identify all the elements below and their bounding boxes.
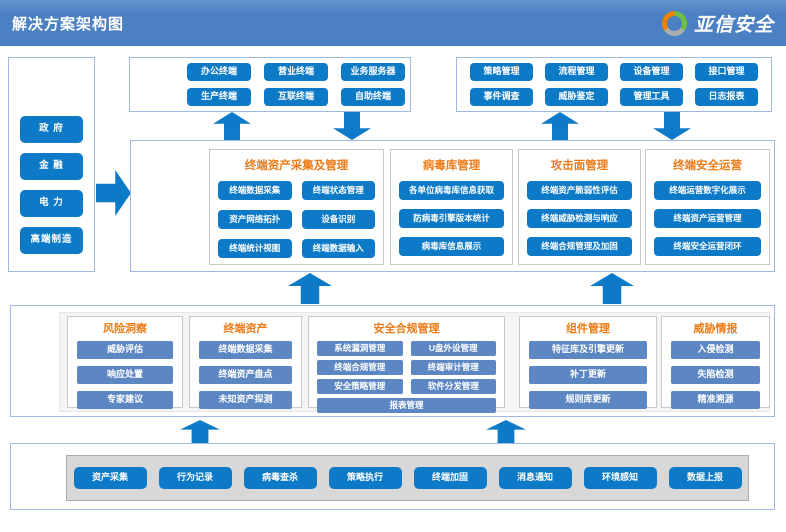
management-button[interactable]: 事件调查 <box>470 88 533 106</box>
down-arrow-icon <box>333 112 371 140</box>
capability-button[interactable]: 特征库及引擎更新 <box>529 341 647 359</box>
capability-section-components: 组件管理 特征库及引擎更新 补丁更新 规则库更新 <box>519 316 657 409</box>
management-button[interactable]: 日志报表 <box>695 88 758 106</box>
asiainfo-ring-icon <box>661 10 687 36</box>
agent-button[interactable]: 数据上报 <box>668 467 742 489</box>
industry-button-government[interactable]: 政 府 <box>20 116 83 143</box>
agent-button[interactable]: 策略执行 <box>328 467 402 489</box>
platform-feature-button[interactable]: 终端合规管理及加固 <box>527 237 632 256</box>
management-button[interactable]: 威胁鉴定 <box>545 88 608 106</box>
capability-button[interactable]: 失陷检测 <box>671 366 760 384</box>
agent-button[interactable]: 环境感知 <box>583 467 657 489</box>
page-title: 解决方案架构图 <box>12 15 125 33</box>
capability-section-title: 风险洞察 <box>103 323 147 335</box>
platform-feature-button[interactable]: 终端状态管理 <box>301 181 375 200</box>
agent-button[interactable]: 病毒查杀 <box>243 467 317 489</box>
agent-box: 资产采集 行为记录 病毒查杀 策略执行 终端加固 消息通知 环境感知 数据上报 <box>10 443 775 510</box>
capabilities-box: 风险洞察 威胁评估 响应处置 专家建议 终端资产 终端数据采集 终端资产盘点 未… <box>10 305 775 417</box>
terminal-button[interactable]: 营业终端 <box>264 63 328 81</box>
terminal-button[interactable]: 生产终端 <box>187 88 251 106</box>
capability-button[interactable]: 安全策略管理 <box>317 379 403 394</box>
header-bar: 解决方案架构图 亚信安全 <box>0 0 786 46</box>
down-arrow-icon <box>653 112 691 140</box>
platform-section-asset-management: 终端资产采集及管理 终端数据采集 终端状态管理 资产网络拓扑 设备识别 终端统计… <box>209 149 384 265</box>
up-arrow-icon <box>213 112 251 140</box>
agent-button[interactable]: 消息通知 <box>498 467 572 489</box>
industry-button-power[interactable]: 电 力 <box>20 190 83 217</box>
management-button[interactable]: 策略管理 <box>470 63 533 81</box>
industries-box: 政 府 金 融 电 力 高端制造 <box>8 57 95 272</box>
platform-box: 终端资产采集及管理 终端数据采集 终端状态管理 资产网络拓扑 设备识别 终端统计… <box>130 140 775 272</box>
capability-button[interactable]: 未知资产探测 <box>199 391 292 409</box>
platform-feature-button[interactable]: 终端资产运营管理 <box>654 209 761 228</box>
up-arrow-icon <box>590 273 634 304</box>
capability-button[interactable]: 终端审计管理 <box>410 360 496 375</box>
agent-button[interactable]: 资产采集 <box>73 467 147 489</box>
platform-feature-button[interactable]: 终端资产脆弱性评估 <box>527 181 632 200</box>
capability-button-report[interactable]: 报表管理 <box>317 398 496 413</box>
platform-feature-button[interactable]: 终端威胁检测与响应 <box>527 209 632 228</box>
capability-button[interactable]: 补丁更新 <box>529 366 647 384</box>
platform-feature-button[interactable]: 终端数据输入 <box>301 239 375 258</box>
terminal-button[interactable]: 业务服务器 <box>341 63 405 81</box>
capability-section-compliance: 安全合规管理 系统漏洞管理 U盘外设管理 终端合规管理 终端审计管理 安全策略管… <box>308 316 505 413</box>
capability-section-title: 安全合规管理 <box>373 323 440 335</box>
capability-button[interactable]: 软件分发管理 <box>410 379 496 394</box>
platform-feature-button[interactable]: 终端运营数字化展示 <box>654 181 761 200</box>
platform-feature-button[interactable]: 设备识别 <box>301 210 375 229</box>
management-button[interactable]: 接口管理 <box>695 63 758 81</box>
platform-section-title: 终端资产采集及管理 <box>244 160 349 172</box>
capability-button[interactable]: 入侵检测 <box>671 341 760 359</box>
up-arrow-icon <box>541 112 579 140</box>
capability-button[interactable]: 系统漏洞管理 <box>317 341 403 356</box>
capability-section-title: 威胁情报 <box>693 323 738 335</box>
capability-section-terminal-asset: 终端资产 终端数据采集 终端资产盘点 未知资产探测 <box>189 316 302 409</box>
terminals-box: 办公终端 营业终端 业务服务器 生产终端 互联终端 自助终端 <box>129 57 411 112</box>
platform-feature-button[interactable]: 各单位病毒库信息获取 <box>399 181 504 200</box>
platform-section-title: 终端安全运营 <box>673 160 742 172</box>
platform-feature-button[interactable]: 终端安全运营闭环 <box>654 237 761 256</box>
capability-button[interactable]: 威胁评估 <box>77 341 173 359</box>
platform-feature-button[interactable]: 终端统计视图 <box>218 239 292 258</box>
capability-button[interactable]: 精准溯源 <box>671 391 760 409</box>
management-button[interactable]: 管理工具 <box>620 88 683 106</box>
right-arrow-icon <box>96 170 131 216</box>
management-box: 策略管理 流程管理 设备管理 接口管理 事件调查 威胁鉴定 管理工具 日志报表 <box>456 57 772 112</box>
terminal-button[interactable]: 自助终端 <box>341 88 405 106</box>
capability-button[interactable]: 专家建议 <box>77 391 173 409</box>
management-button[interactable]: 流程管理 <box>545 63 608 81</box>
capability-button[interactable]: 终端合规管理 <box>317 360 403 375</box>
management-button[interactable]: 设备管理 <box>620 63 683 81</box>
capability-section-risk-insight: 风险洞察 威胁评估 响应处置 专家建议 <box>67 316 183 409</box>
platform-feature-button[interactable]: 终端数据采集 <box>218 181 292 200</box>
up-arrow-icon <box>288 273 332 304</box>
agent-button[interactable]: 行为记录 <box>158 467 232 489</box>
capability-button[interactable]: U盘外设管理 <box>410 341 496 356</box>
capability-button[interactable]: 规则库更新 <box>529 391 647 409</box>
capability-button[interactable]: 响应处置 <box>77 366 173 384</box>
platform-section-virus-db: 病毒库管理 各单位病毒库信息获取 防病毒引擎版本统计 病毒库信息展示 <box>390 149 513 265</box>
platform-feature-button[interactable]: 防病毒引擎版本统计 <box>399 209 504 228</box>
up-arrow-icon <box>180 420 220 443</box>
platform-section-attack-surface: 攻击面管理 终端资产脆弱性评估 终端威胁检测与响应 终端合规管理及加固 <box>518 149 641 265</box>
platform-section-title: 攻击面管理 <box>550 160 609 172</box>
up-arrow-icon <box>486 420 526 443</box>
platform-section-security-operation: 终端安全运营 终端运营数字化展示 终端资产运营管理 终端安全运营闭环 <box>645 149 770 265</box>
platform-feature-button[interactable]: 资产网络拓扑 <box>218 210 292 229</box>
capability-section-threat-intel: 威胁情报 入侵检测 失陷检测 精准溯源 <box>661 316 770 409</box>
brand-name: 亚信安全 <box>693 14 774 36</box>
capability-section-title: 组件管理 <box>566 323 610 335</box>
capability-button[interactable]: 终端资产盘点 <box>199 366 292 384</box>
agent-button[interactable]: 终端加固 <box>413 467 487 489</box>
capability-section-title: 终端资产 <box>223 323 268 335</box>
terminal-button[interactable]: 办公终端 <box>187 63 251 81</box>
terminal-button[interactable]: 互联终端 <box>264 88 328 106</box>
platform-section-title: 病毒库管理 <box>422 160 481 172</box>
platform-feature-button[interactable]: 病毒库信息展示 <box>399 237 504 256</box>
brand-logo: 亚信安全 <box>661 10 774 37</box>
industry-button-finance[interactable]: 金 融 <box>20 153 83 180</box>
agent-gray-panel: 资产采集 行为记录 病毒查杀 策略执行 终端加固 消息通知 环境感知 数据上报 <box>66 455 749 501</box>
industry-button-manufacturing[interactable]: 高端制造 <box>20 227 83 254</box>
capability-button[interactable]: 终端数据采集 <box>199 341 292 359</box>
